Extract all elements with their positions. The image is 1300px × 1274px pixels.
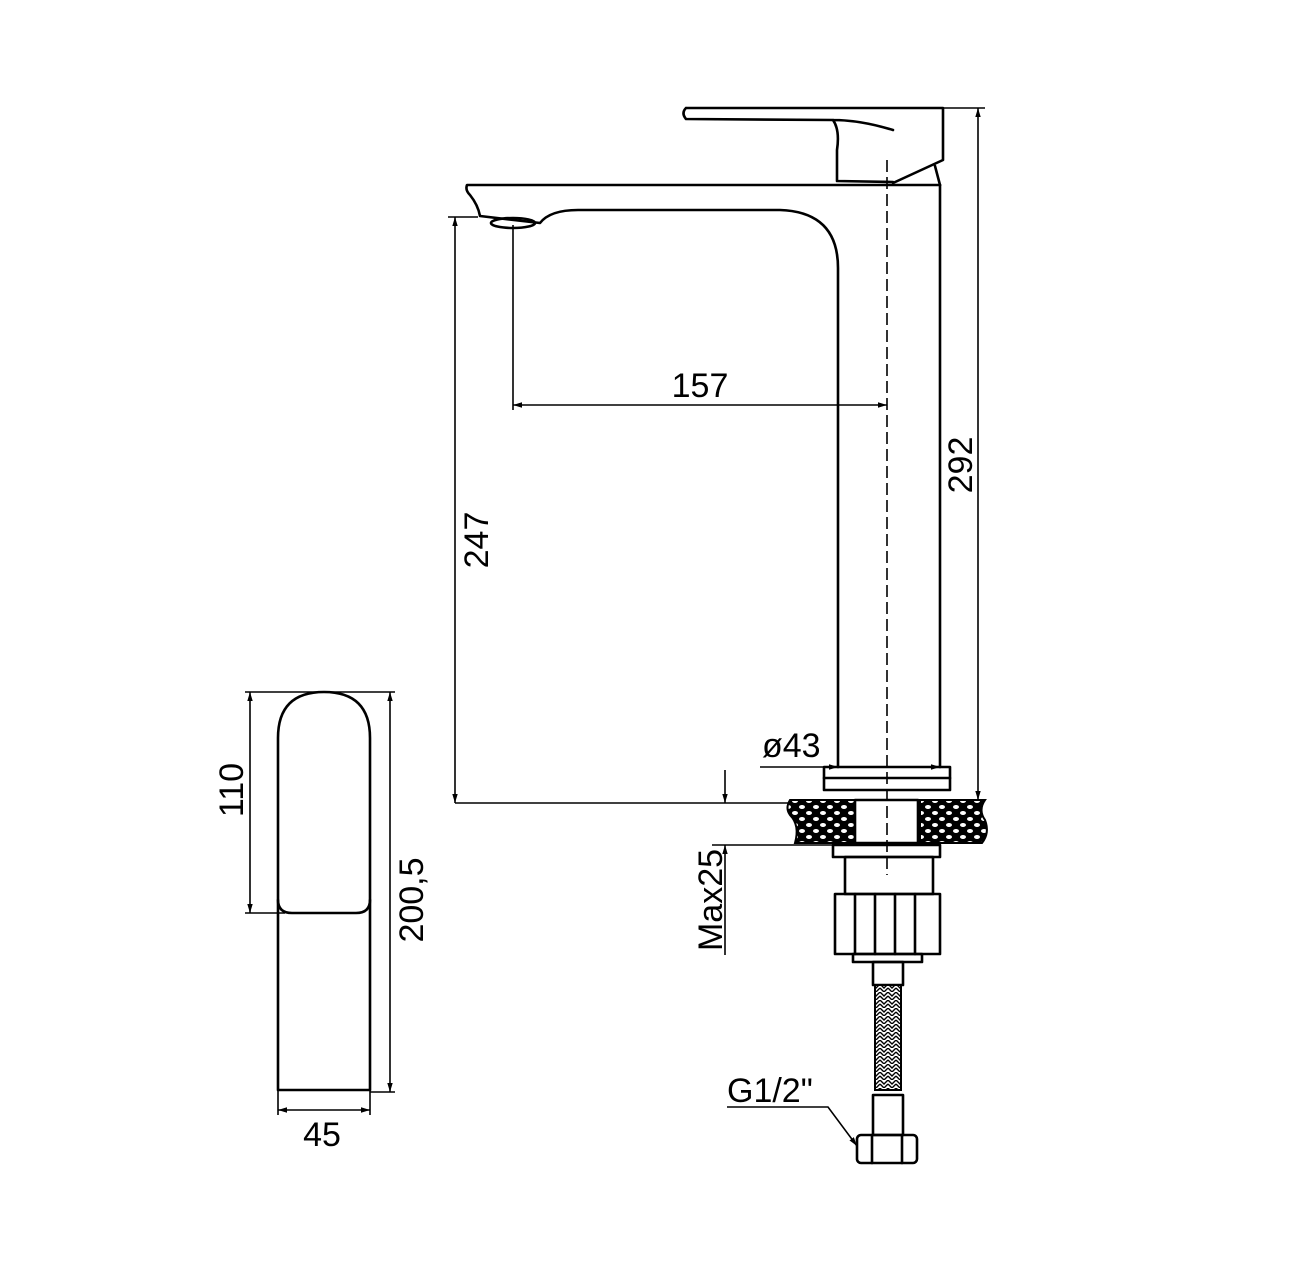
handle-lever [682, 106, 945, 185]
countertop-left [786, 799, 856, 844]
dim-110-label: 110 [213, 763, 251, 817]
connection-leader [727, 1106, 858, 1147]
spout [465, 183, 942, 769]
countertop-right [919, 799, 988, 844]
dim-43-label: ø43 [762, 727, 821, 765]
faucet-side-view [465, 106, 988, 1165]
dim-max25-label: Max25 [692, 849, 730, 951]
hex-nut [855, 1133, 919, 1165]
fixing-nut [833, 892, 942, 956]
shank [853, 798, 920, 845]
hose-fitting [871, 960, 905, 987]
dim-200-5-label: 200,5 [393, 857, 431, 942]
connection-label: G1/2" [727, 1072, 813, 1110]
dim-45-label: 45 [303, 1116, 341, 1154]
dim-157-label: 157 [672, 367, 729, 405]
dimensions: 157 247 292 ø43 Max25 G1/2" [448, 107, 985, 1147]
dim-292-label: 292 [942, 437, 980, 494]
dim-247-label: 247 [458, 512, 496, 569]
braided-hose [874, 984, 902, 1091]
handle-front-view: 110 200,5 45 [213, 690, 431, 1154]
